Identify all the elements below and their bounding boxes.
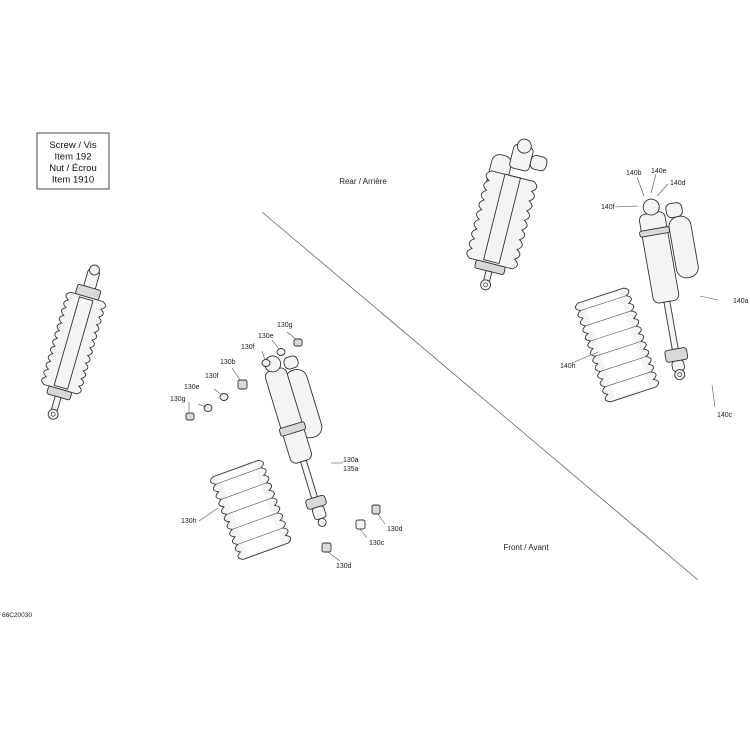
rear-exploded-shock — [638, 198, 699, 381]
note-box: Screw / Vis Item 192 Nut / Écrou Item 19… — [36, 132, 110, 190]
part-130g-top — [293, 338, 303, 347]
callout-130e-left: 130e — [184, 384, 200, 391]
part-130c — [355, 519, 366, 530]
diagram-reference-code: 66C20030 — [2, 612, 32, 619]
callouts: 130a 135a 130g 130e 130f 130b 130f 130e … — [170, 168, 749, 570]
front-upper-hardware — [185, 338, 303, 421]
callout-130d-right: 130d — [387, 526, 403, 533]
left-assembled-shock — [41, 264, 106, 420]
part-130e-left — [203, 404, 213, 412]
part-130b — [237, 379, 248, 390]
part-130f-left — [219, 393, 229, 401]
part-130f-top — [261, 359, 271, 367]
part-130d-bottom — [321, 542, 332, 553]
callout-130f-top: 130f — [241, 344, 255, 351]
callout-140e: 140e — [651, 168, 667, 175]
callout-130b: 130b — [220, 359, 236, 366]
front-shock-body — [264, 355, 327, 527]
callout-130g-top: 130g — [277, 322, 293, 329]
note-line-2: Item 192 — [55, 152, 92, 163]
callout-140h: 140h — [560, 363, 576, 370]
callout-140c: 140c — [717, 412, 733, 419]
callout-130h: 130h — [181, 518, 197, 525]
callout-130f-left: 130f — [205, 373, 219, 380]
part-130e-top — [276, 348, 286, 356]
callout-130e-top: 130e — [258, 333, 274, 340]
callout-140f: 140f — [601, 204, 615, 211]
front-zone-label: Front / Avant — [503, 543, 549, 552]
rear-zone-label: Rear / Arrière — [339, 177, 387, 186]
rear-spring — [575, 287, 659, 403]
rear-assembled-shock — [466, 138, 548, 291]
rear-front-divider — [261, 211, 699, 581]
callout-130g-left: 130g — [170, 396, 186, 403]
callout-130c: 130c — [369, 540, 385, 547]
front-lower-hardware — [321, 504, 381, 553]
callout-140a: 140a — [733, 298, 749, 305]
front-spring — [210, 459, 292, 560]
callout-140b: 140b — [626, 170, 642, 177]
note-line-4: Item 1910 — [52, 175, 94, 186]
callout-130d-bottom: 130d — [336, 563, 352, 570]
callout-130a: 130a — [343, 457, 359, 464]
note-line-1: Screw / Vis — [49, 140, 97, 151]
leader-lines — [188, 173, 719, 562]
note-line-3: Nut / Écrou — [49, 163, 97, 174]
callout-140d: 140d — [670, 180, 686, 187]
part-130d-right — [371, 504, 381, 515]
callout-135a: 135a — [343, 466, 359, 473]
part-130g-left — [185, 412, 195, 421]
